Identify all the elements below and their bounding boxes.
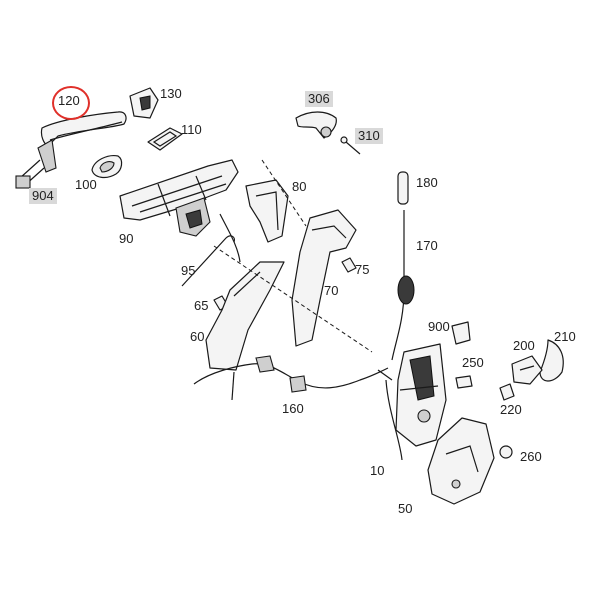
callout-130: 130 [160, 86, 182, 101]
part-210-bracket [539, 339, 564, 382]
part-50-plate [427, 417, 495, 505]
part-170-rod [391, 210, 415, 361]
callout-260: 260 [520, 449, 542, 464]
part-75-screw [341, 257, 357, 273]
callout-70: 70 [324, 283, 339, 298]
callout-90: 90 [119, 231, 134, 246]
callout-80: 80 [292, 179, 307, 194]
part-120-outer-handle [15, 111, 127, 189]
callout-120: 120 [58, 93, 80, 108]
part-80-bracket [245, 179, 289, 243]
callout-210: 210 [554, 329, 576, 344]
callout-60: 60 [190, 329, 205, 344]
part-250-screw [455, 375, 473, 389]
part-110-gasket [147, 127, 183, 151]
part-70-insulator [291, 209, 357, 347]
callout-170: 170 [416, 238, 438, 253]
part-130-clip [129, 87, 159, 119]
part-200-striker [511, 355, 543, 385]
callout-110: 110 [181, 122, 202, 137]
part-260-screw [499, 445, 513, 459]
callout-65: 65 [194, 298, 209, 313]
callout-900: 900 [428, 319, 450, 334]
callout-75: 75 [355, 262, 370, 277]
callout-95: 95 [181, 263, 196, 278]
part-160-cable [193, 355, 389, 401]
callout-100: 100 [75, 177, 97, 192]
part-100-cap [91, 155, 123, 179]
callout-310: 310 [355, 128, 383, 144]
part-10-rod [377, 369, 403, 461]
callout-220: 220 [500, 402, 522, 417]
callout-306: 306 [305, 91, 333, 107]
part-220-screw [499, 383, 515, 401]
callout-200: 200 [513, 338, 535, 353]
highlight-ring-120 [52, 86, 90, 120]
callout-160: 160 [282, 401, 304, 416]
part-310-screw [340, 136, 361, 155]
part-95-rod [181, 213, 241, 287]
part-900-latch [395, 321, 471, 447]
part-60-insulator [205, 261, 285, 371]
callout-904: 904 [29, 188, 57, 204]
callout-50: 50 [398, 501, 413, 516]
callout-180: 180 [416, 175, 438, 190]
part-180-knob [397, 171, 409, 205]
part-306-bracket [295, 111, 337, 139]
part-90-handle-carrier [119, 159, 239, 237]
callout-250: 250 [462, 355, 484, 370]
callout-10: 10 [370, 463, 385, 478]
